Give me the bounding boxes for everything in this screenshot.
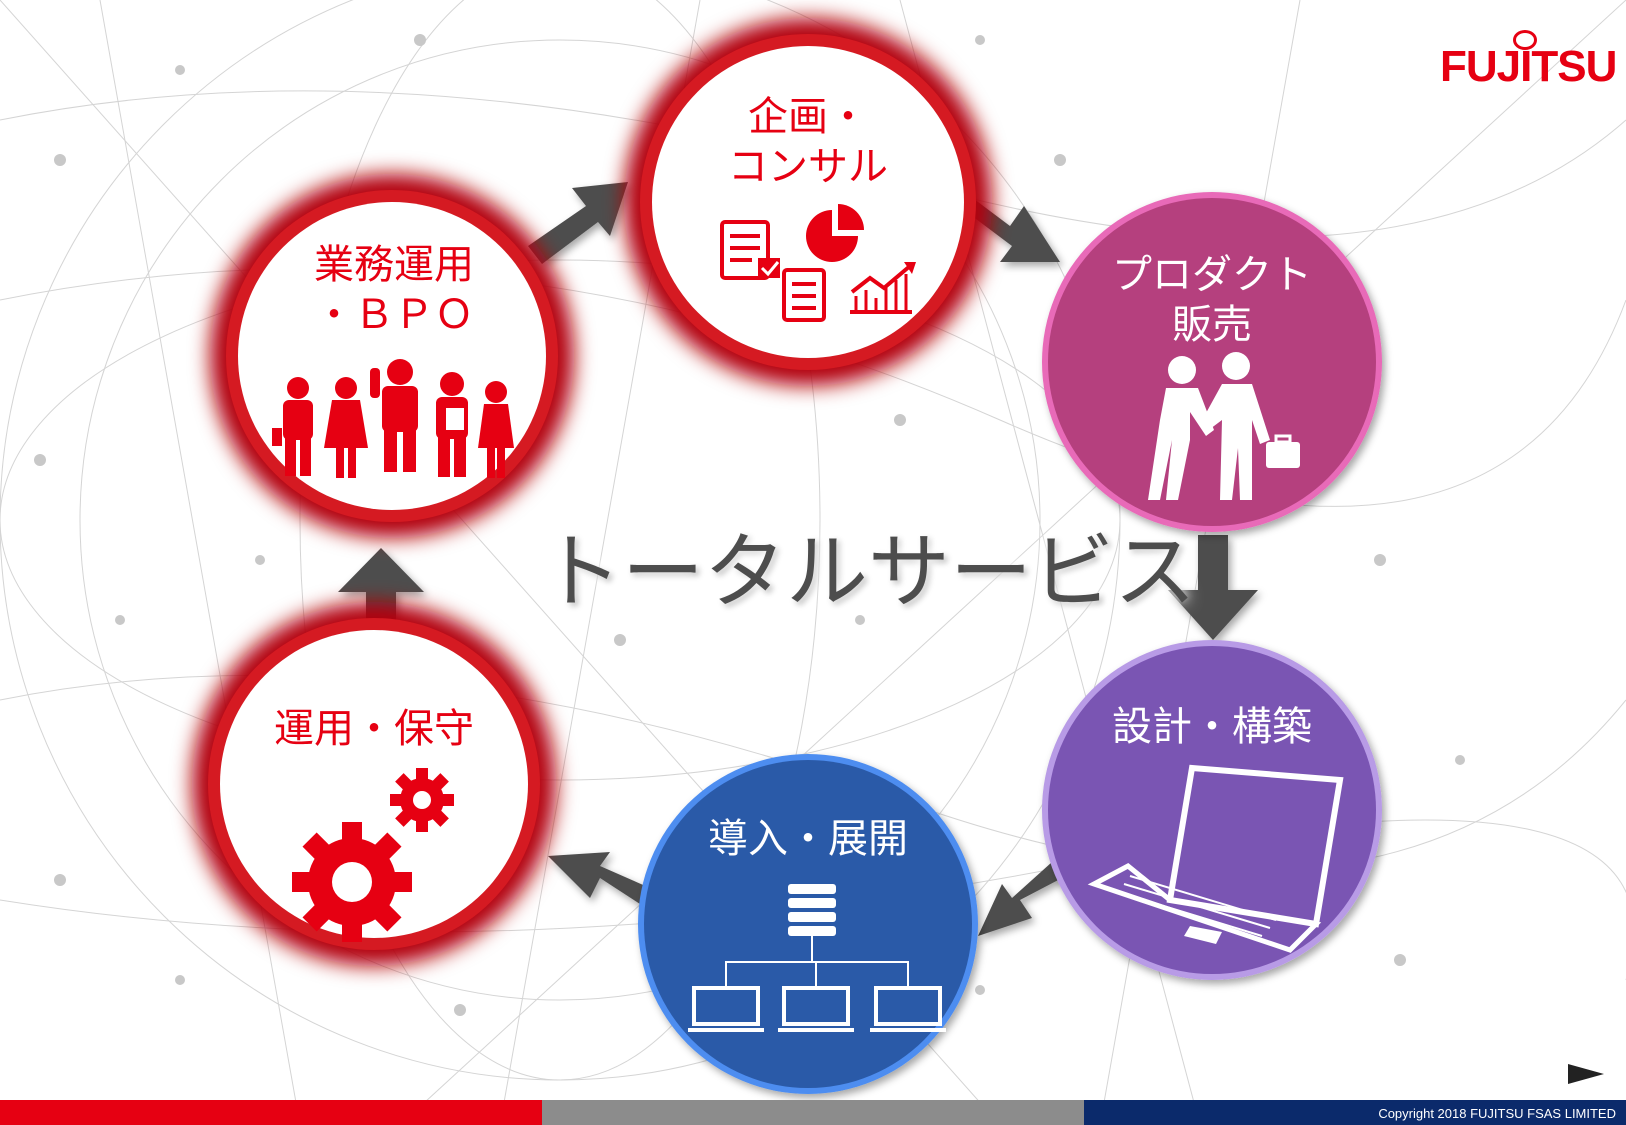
bottom-color-bar	[0, 1100, 1626, 1125]
cycle-arrows	[338, 182, 1258, 936]
arrow-bpo-to-planning	[528, 182, 628, 264]
laptop-icon	[1087, 764, 1344, 953]
bottom-bar-navy	[1084, 1100, 1626, 1125]
arrow-deploy-to-maintenance	[548, 852, 650, 904]
node-maintenance-circle	[208, 618, 540, 950]
node-design-circle	[1042, 640, 1382, 980]
node-product-circle	[1042, 192, 1382, 532]
gears-icon	[292, 768, 454, 942]
arrow-maintenance-to-bpo	[338, 548, 424, 640]
handshake-icon	[1148, 352, 1300, 500]
people-icon	[272, 359, 514, 478]
node-deploy-line1: 導入・展開	[708, 816, 908, 862]
node-design-line1: 設計・構築	[1112, 704, 1312, 750]
documents-chart-icon	[720, 204, 916, 322]
node-planning-label: 企画・ コンサル	[728, 92, 888, 192]
node-maintenance-label: 運用・保守	[264, 704, 484, 754]
node-product-line2: 販売	[1172, 302, 1252, 348]
node-product-label: プロダクト 販売	[1112, 250, 1312, 350]
node-maintenance-line1: 運用・保守	[274, 706, 474, 752]
node-bpo-line2: ・ＢＰＯ	[314, 292, 474, 338]
bottom-bar-gray	[542, 1100, 1084, 1125]
arrow-design-to-deploy	[978, 862, 1062, 936]
network-server-icon	[688, 884, 946, 1032]
fujitsu-logo: FUJITSU	[1440, 42, 1617, 91]
node-bpo-line1: 業務運用	[314, 242, 474, 288]
node-bpo-label: 業務運用 ・ＢＰＯ	[294, 240, 494, 340]
arrow-product-to-design	[1168, 535, 1258, 640]
node-deploy-label: 導入・展開	[698, 814, 918, 864]
arrow-planning-to-product	[970, 196, 1060, 262]
next-slide-arrow-icon[interactable]	[1568, 1064, 1604, 1084]
node-planning-line1: 企画・	[748, 94, 868, 140]
node-design-label: 設計・構築	[1102, 702, 1322, 752]
background-network-nodes	[34, 34, 1465, 1016]
fujitsu-logo-mark-icon	[1513, 30, 1537, 50]
node-planning-line2: コンサル	[728, 144, 888, 190]
node-deploy-circle	[638, 754, 978, 1094]
bottom-bar-red	[0, 1100, 542, 1125]
copyright-text: Copyright 2018 FUJITSU FSAS LIMITED	[1378, 1106, 1616, 1121]
center-title: トータルサービス	[540, 525, 1197, 620]
node-product-line1: プロダクト	[1112, 252, 1312, 298]
